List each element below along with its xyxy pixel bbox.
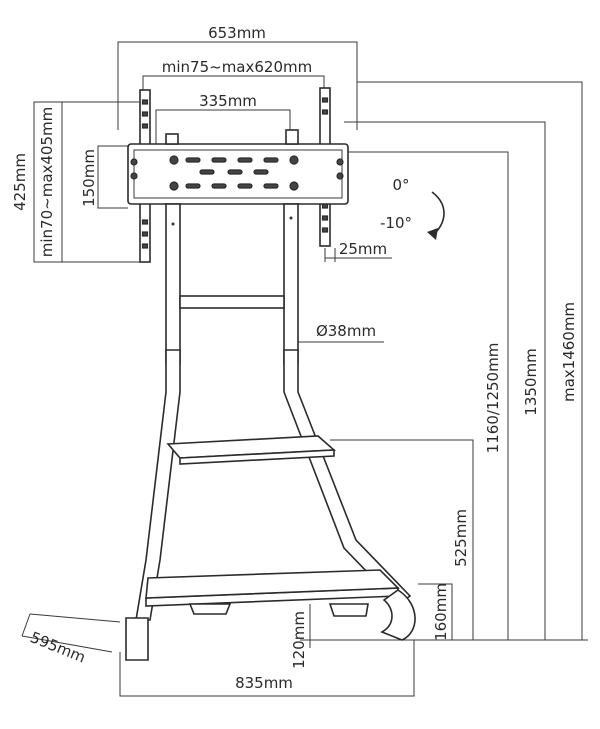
mount-bolts [130, 155, 344, 191]
left-leg [135, 349, 181, 621]
label-pole-diameter: Ø38mm [316, 322, 376, 340]
label-25: 25mm [339, 240, 387, 258]
label-vesa-vertical: min70~max405mm [38, 107, 56, 257]
right-upper-post [283, 203, 299, 365]
label-150: 150mm [80, 149, 98, 207]
label-vesa-horizontal: min75~max620mm [162, 58, 312, 76]
label-835: 835mm [235, 674, 293, 692]
label-1160-1250: 1160/1250mm [484, 343, 502, 454]
stand-structure [125, 87, 416, 661]
label-tilt-minus10: -10° [380, 214, 412, 232]
label-425: 425mm [11, 153, 29, 211]
center-caster [188, 603, 232, 615]
right-post-cap [285, 129, 299, 145]
dimension-lines [21, 41, 588, 697]
cross-bar [179, 295, 285, 309]
left-post-cap [165, 133, 179, 145]
label-595: 595mm [28, 628, 88, 666]
label-653: 653mm [208, 24, 266, 42]
right-foot [380, 589, 416, 641]
right-leg [283, 349, 412, 606]
plate-slots [185, 157, 279, 189]
label-160: 160mm [432, 583, 450, 641]
label-120: 120mm [290, 611, 308, 669]
left-upper-post [165, 203, 181, 365]
tilt-arrow [427, 191, 445, 240]
rear-caster [328, 603, 369, 617]
label-335: 335mm [199, 92, 257, 110]
label-1350: 1350mm [522, 348, 540, 415]
left-foot [125, 617, 149, 661]
label-max1460: max1460mm [560, 302, 578, 402]
label-tilt-0: 0° [392, 176, 409, 194]
label-525: 525mm [452, 509, 470, 567]
bottom-shelf [145, 569, 400, 599]
